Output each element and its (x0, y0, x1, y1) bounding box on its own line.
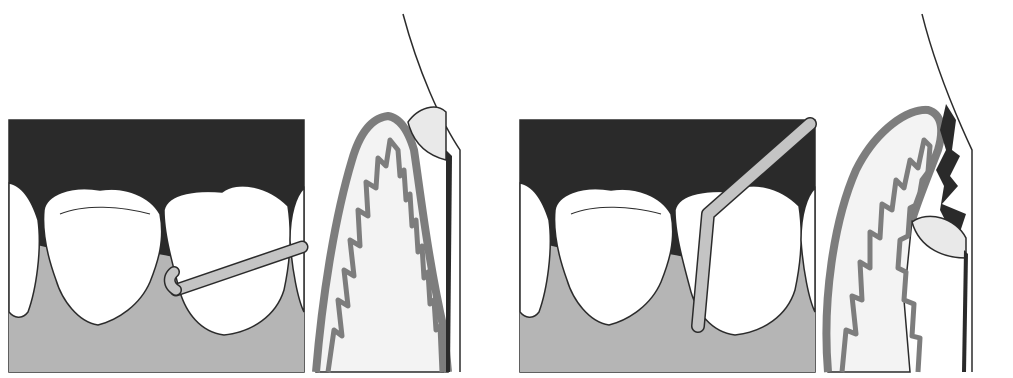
junction-line (446, 150, 452, 372)
right-tooth-view (520, 120, 815, 372)
right-cross-section (826, 14, 972, 372)
junction-line-2 (962, 250, 968, 372)
left-cross-section (316, 14, 460, 372)
left-tooth-view (9, 120, 304, 372)
